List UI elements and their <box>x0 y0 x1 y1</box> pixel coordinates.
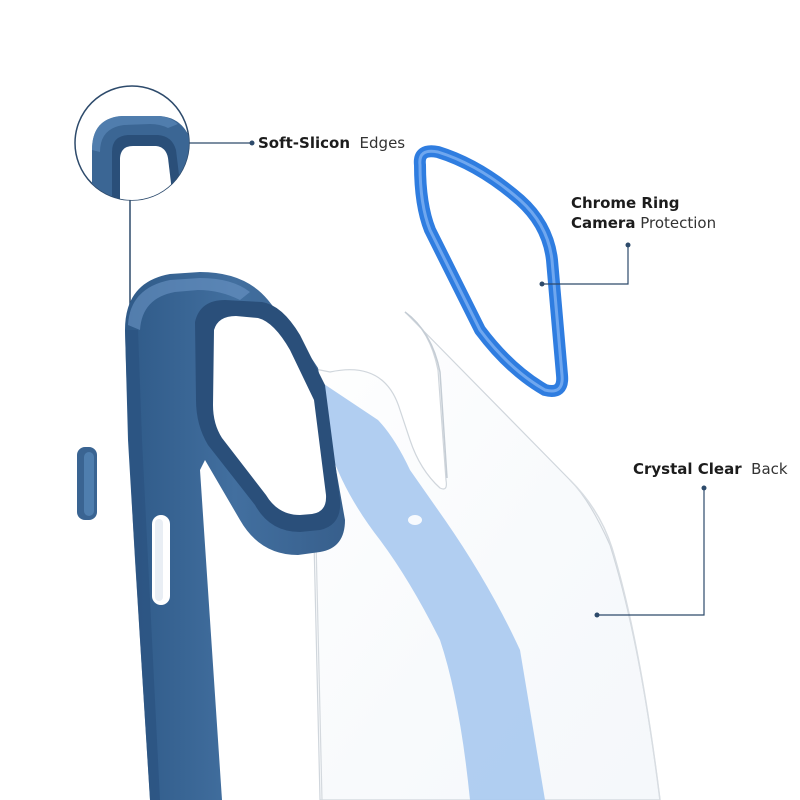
clear-back-band <box>318 380 545 800</box>
callout-crystal-clear-back: Crystal Clear Back <box>633 459 788 479</box>
callout-edges-regular: Edges <box>359 134 406 152</box>
callout-ring-line2-bold: Camera <box>571 214 636 232</box>
callout-ring-line2-regular: Protection <box>640 214 717 232</box>
zoom-detail-circle <box>74 85 190 201</box>
callout-edges-bold: Soft-Slicon <box>258 134 350 152</box>
silicone-frame <box>125 272 345 800</box>
callout-clear-bold: Crystal Clear <box>633 460 742 478</box>
callout-clear-regular: Back <box>751 460 788 478</box>
callout-soft-silicone-edges: Soft-Slicon Edges <box>258 133 405 153</box>
callout-ring-line1: Chrome Ring <box>571 194 680 212</box>
callout-chrome-ring: Chrome Ring Camera Protection <box>571 193 716 233</box>
chrome-camera-ring <box>413 145 569 397</box>
side-button <box>77 447 97 520</box>
